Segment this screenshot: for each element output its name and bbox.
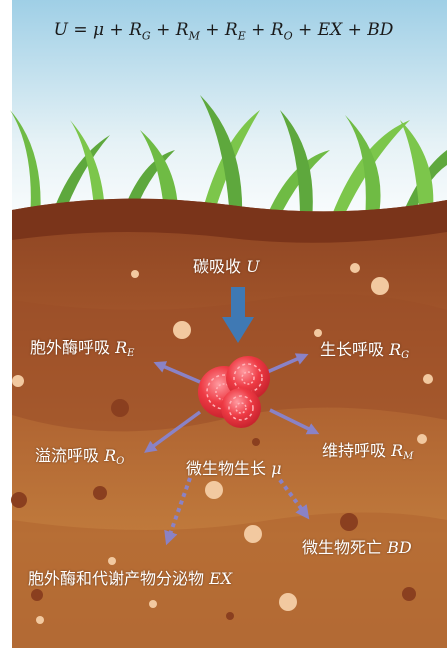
label-microbial-death: 微生物死亡 BD [302, 534, 412, 558]
label-microbial-growth: 微生物生长 μ [186, 455, 282, 479]
microbe-cell [221, 388, 261, 428]
label-carbon-uptake: 碳吸收 U [193, 253, 260, 277]
carbon-balance-equation: U = μ + RG + RM + RE + RO + EX + BD [0, 20, 447, 42]
label-enzyme-respiration: 胞外酶呼吸 RE [30, 334, 134, 359]
label-overflow-respiration: 溢流呼吸 RO [35, 442, 124, 467]
label-growth-respiration: 生长呼吸 RG [320, 336, 409, 361]
label-exudates: 胞外酶和代谢产物分泌物 EX [28, 565, 232, 589]
label-maintenance-respiration: 维持呼吸 RM [322, 437, 413, 462]
